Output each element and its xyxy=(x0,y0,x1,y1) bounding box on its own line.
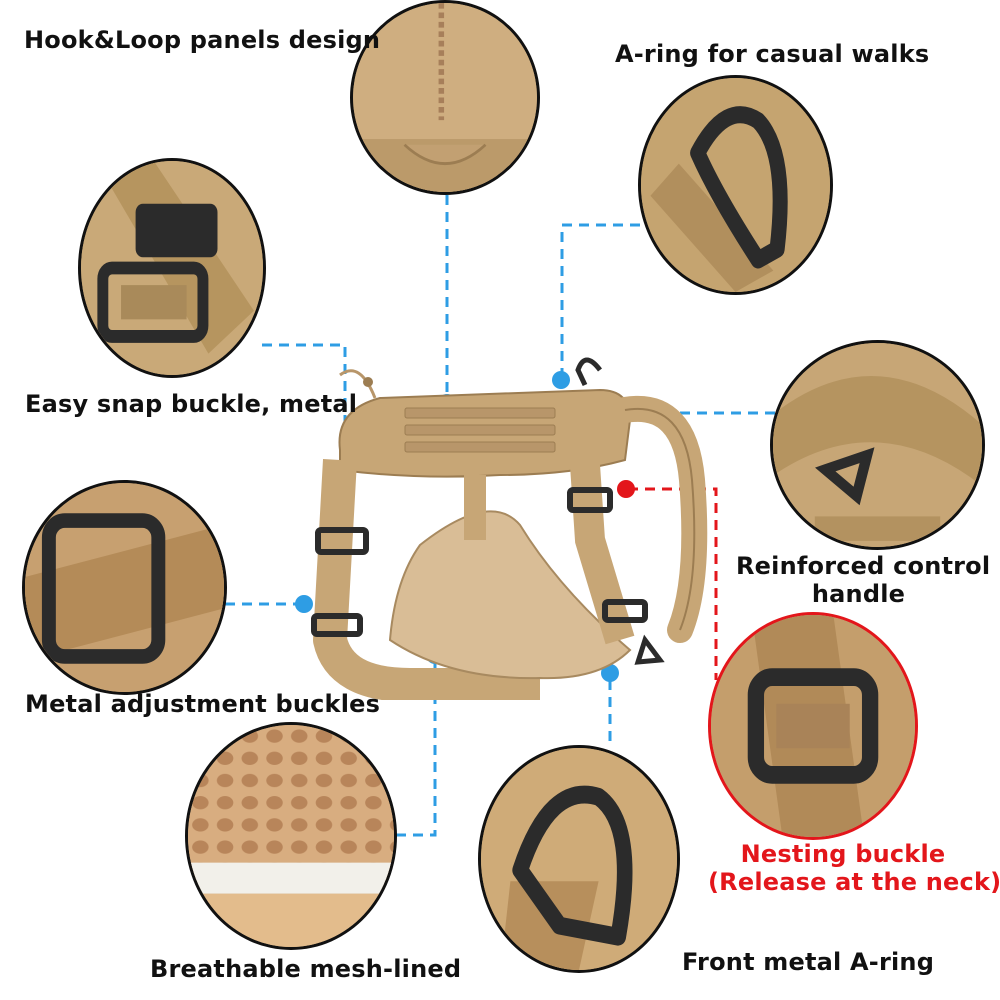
label-nesting-line1: Nesting buckle xyxy=(740,840,946,868)
label-nesting-buckle: Nesting buckle (Release at the neck) xyxy=(708,840,1000,896)
label-mesh: Breathable mesh-lined xyxy=(150,955,462,983)
harness-image xyxy=(311,357,708,700)
label-control-handle-line1: Reinforced control xyxy=(736,552,991,580)
detail-front-ring xyxy=(478,745,680,973)
label-control-handle: Reinforced control handle xyxy=(736,552,991,608)
detail-nesting-buckle xyxy=(708,612,918,840)
label-a-ring-casual: A-ring for casual walks xyxy=(615,40,930,68)
label-adjust-buckles: Metal adjustment buckles xyxy=(25,690,381,718)
label-front-ring: Front metal A-ring xyxy=(682,948,935,976)
detail-adjust-buckles xyxy=(22,480,227,695)
detail-snap-buckle xyxy=(78,158,266,378)
label-nesting-line2: (Release at the neck) xyxy=(708,868,1000,896)
detail-mesh xyxy=(185,722,397,950)
label-control-handle-line2: handle xyxy=(811,580,906,608)
detail-a-ring-casual xyxy=(638,75,833,295)
label-snap-buckle: Easy snap buckle, metal xyxy=(25,390,358,418)
detail-control-handle xyxy=(770,340,985,550)
detail-hook-loop xyxy=(350,0,540,195)
label-hook-loop: Hook&Loop panels design xyxy=(24,26,381,54)
